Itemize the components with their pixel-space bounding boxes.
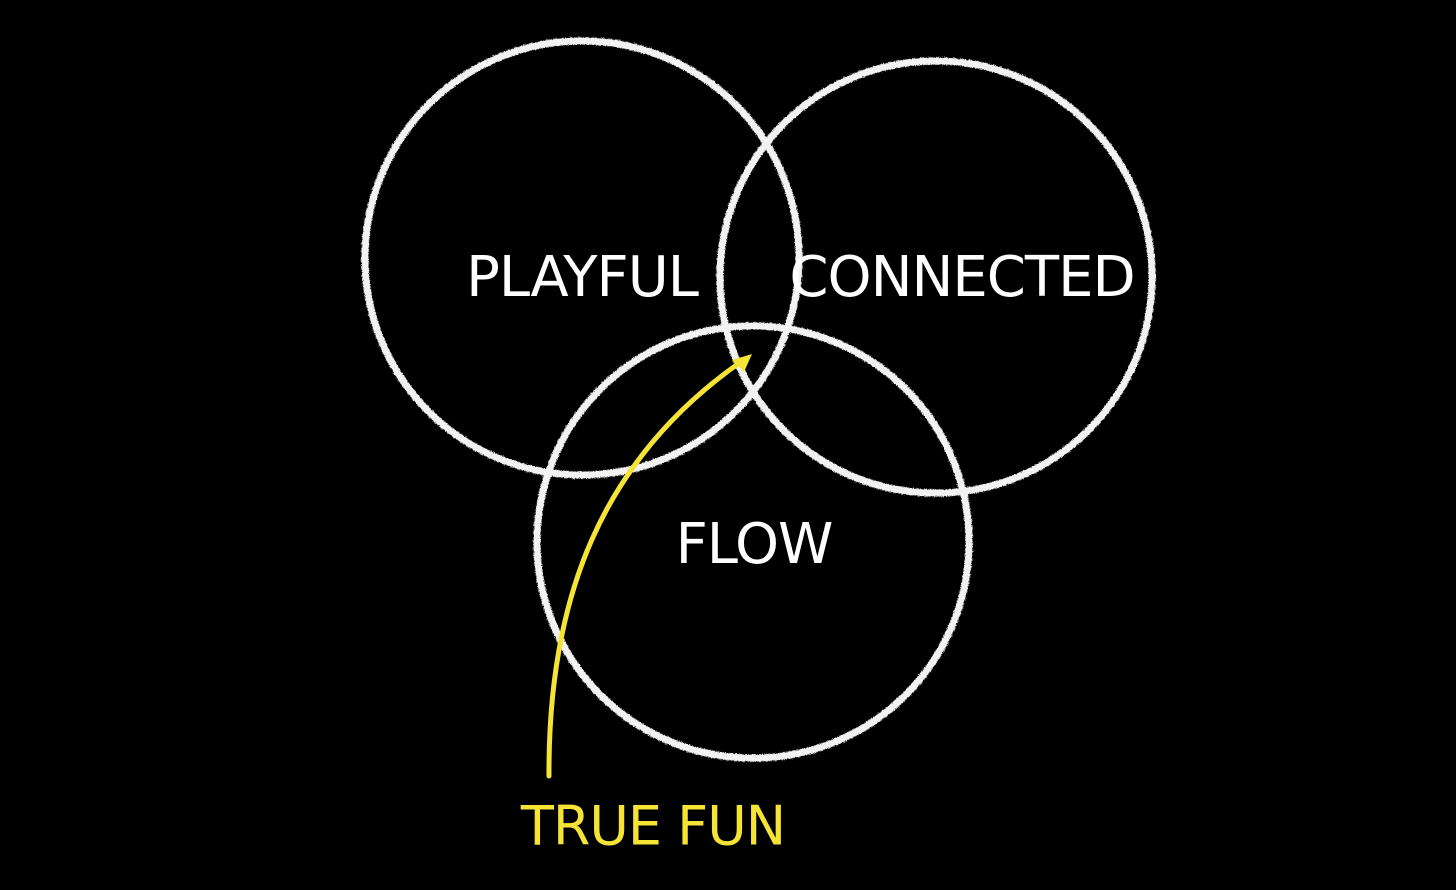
- callout-true-fun: TRUE FUN: [520, 795, 785, 858]
- arrow-head-icon: [732, 354, 752, 372]
- label-playful: PLAYFUL: [466, 245, 699, 310]
- label-connected: CONNECTED: [789, 245, 1134, 310]
- callout-arrow: [546, 354, 752, 779]
- circle-flow: [532, 321, 974, 763]
- label-flow: FLOW: [676, 512, 833, 577]
- circle-connected: [715, 56, 1157, 498]
- circle-playful: [360, 36, 804, 480]
